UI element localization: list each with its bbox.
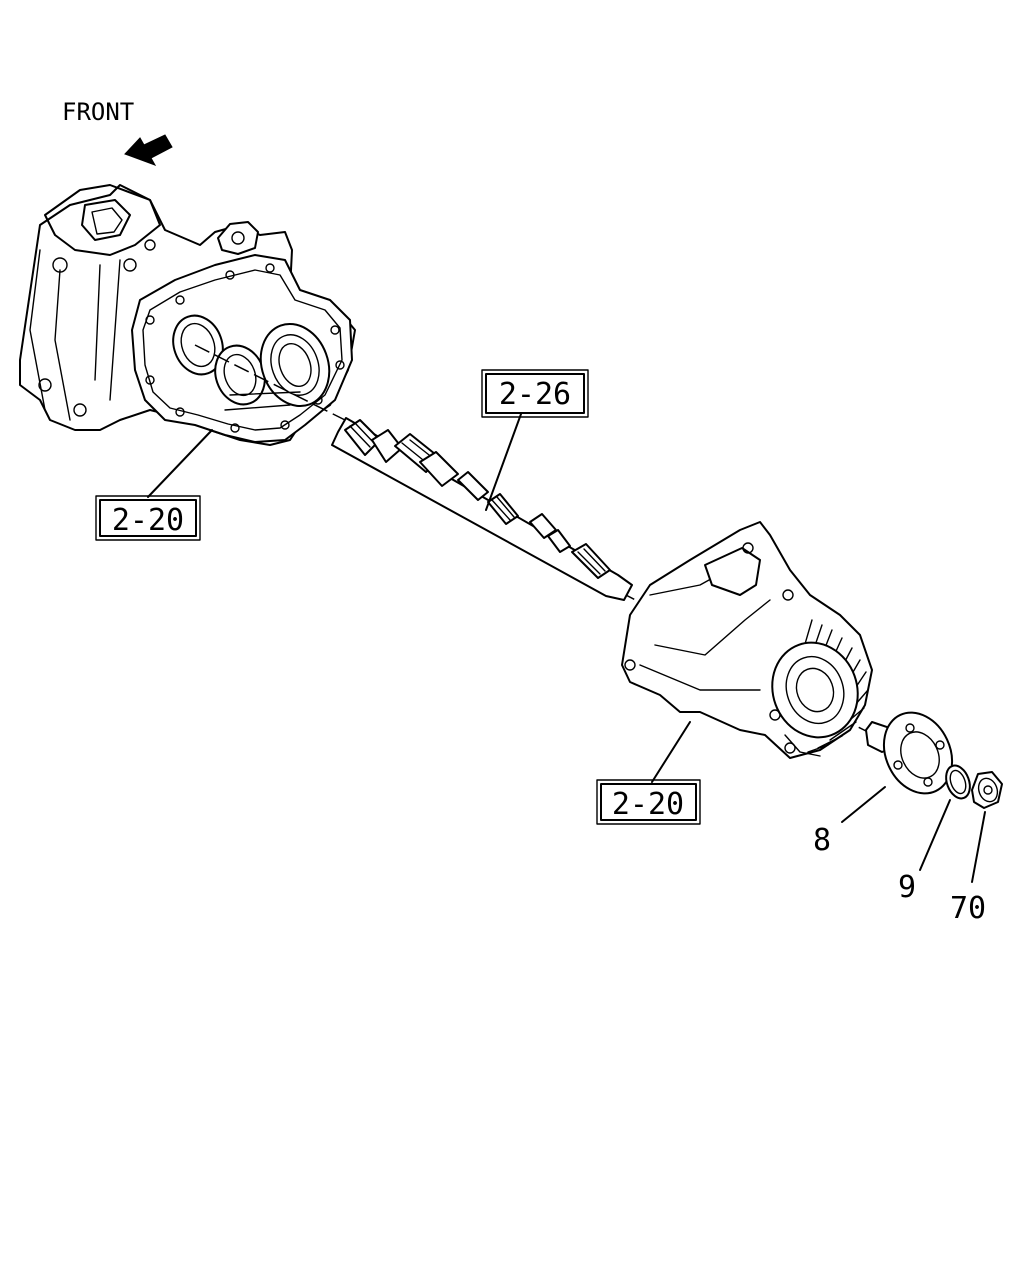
ref-box-right-case-label: 2-20 (612, 787, 684, 822)
ref-box-shaft-outer (481, 369, 589, 418)
front-indicator: FRONT (62, 98, 173, 166)
leader-line-left-case (147, 429, 213, 498)
ref-box-right-case: 2-20 (596, 779, 701, 825)
part-number-8: 8 (813, 823, 831, 858)
ref-box-left-case-outer (95, 495, 201, 541)
part-number-70: 70 (950, 891, 986, 926)
part-number-9: 9 (898, 870, 916, 905)
ref-box-right-case-frame (600, 783, 697, 821)
nut-part (971, 771, 1003, 809)
leader-line-nut (971, 811, 986, 883)
leader-line-right-case (651, 721, 691, 783)
ref-box-left-case-frame (99, 499, 197, 537)
ref-box-left-case-label: 2-20 (112, 503, 184, 538)
ref-box-shaft-frame (485, 373, 585, 414)
ref-box-left-case: 2-20 (95, 495, 201, 541)
leader-line-flange (841, 786, 886, 823)
main-shaft (331, 417, 633, 601)
leader-line-shaft (485, 413, 522, 511)
leader-line-o-ring (919, 799, 951, 871)
ref-box-right-case-outer (596, 779, 701, 825)
flange-part (865, 711, 954, 795)
o-ring-part (945, 764, 971, 800)
front-label: FRONT (62, 98, 134, 126)
right-transfer-case (621, 521, 873, 759)
front-arrow-icon (124, 134, 173, 166)
ref-box-shaft-label: 2-26 (499, 377, 571, 412)
ref-box-shaft: 2-26 (481, 369, 589, 418)
left-transmission-case (19, 184, 356, 446)
